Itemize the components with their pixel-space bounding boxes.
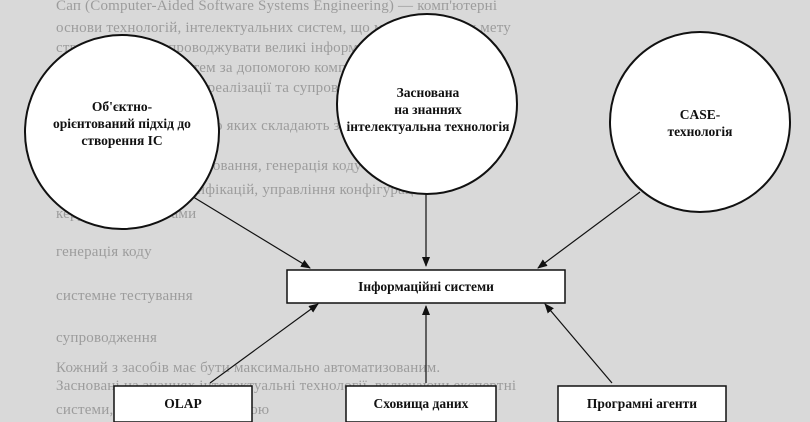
circle-case-line: CASE-: [679, 107, 721, 122]
background-line: системне тестування: [56, 288, 193, 304]
circle-oop-label: Об'єктно- орієнтований підхід до створен…: [42, 98, 202, 149]
warehouse-label: Сховища даних: [373, 396, 469, 411]
circle-knowledge-label: Заснована на знаннях інтелектуальна техн…: [342, 84, 514, 135]
box-agents: [557, 385, 727, 422]
arrow-oop-to-is: [189, 194, 311, 269]
background-line: Кожний з засобів має бути максимально ав…: [56, 360, 441, 376]
background-line: генерація коду: [56, 244, 152, 260]
arrow-olap-to-is: [209, 303, 319, 384]
circle-knowledge-line: Заснована: [396, 85, 460, 100]
circle-oop-line: Об'єктно-: [91, 99, 153, 114]
circle-case-line: технологія: [667, 124, 733, 139]
box-olap: [113, 385, 253, 422]
circle-knowledge: [336, 13, 518, 195]
circle-case: [609, 31, 791, 213]
background-line: супроводження: [56, 330, 158, 346]
background-line: Сап (Computer-Aided Software Systems Eng…: [56, 0, 498, 14]
circle-oop-line: орієнтований підхід до: [53, 116, 191, 131]
agents-label: Програмні агенти: [586, 396, 698, 411]
circle-case-label: CASE- технологія: [640, 106, 760, 140]
arrow-agents-to-is: [544, 303, 613, 384]
olap-label: OLAP: [164, 396, 202, 411]
circle-knowledge-line: на знаннях: [394, 102, 462, 117]
arrow-case-to-is: [537, 191, 641, 269]
circle-oop-line: створення ІС: [81, 133, 163, 148]
box-warehouse: [345, 385, 497, 422]
box-information-systems: [286, 269, 566, 304]
circle-knowledge-line: інтелектуальна технологія: [346, 119, 510, 134]
information-systems-label: Інформаційні системи: [358, 278, 494, 294]
circle-oop: [24, 34, 220, 230]
